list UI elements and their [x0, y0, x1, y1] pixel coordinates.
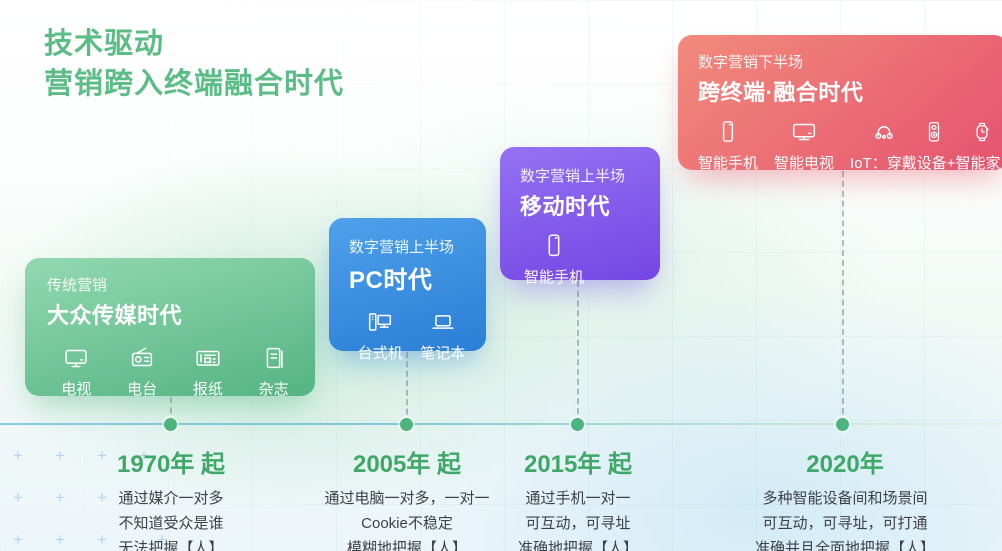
milestone-description: 多种智能设备间和场景间 可互动，可寻址，可打通 准确并且全面地把握【人】: [695, 486, 995, 551]
milestone-2015: 2015年 起 通过手机一对一 可互动，可寻址 准确地把握【人】: [428, 444, 728, 551]
magazine-icon: [259, 343, 289, 373]
desc-line: 多种智能设备间和场景间: [762, 490, 928, 507]
card-subtitle: 数字营销上半场: [349, 239, 455, 256]
item-label: 笔记本: [420, 345, 466, 362]
card-title: 大众传媒时代: [47, 303, 183, 328]
desc-line: 无法把握【人】: [118, 540, 224, 551]
desc-line: 可互动，可寻址，可打通: [762, 515, 928, 532]
card-item-desktop: 台式机: [349, 307, 412, 363]
item-label: IoT：穿戴设备+智能家居: [850, 155, 1002, 172]
milestone-year: 2005年 起: [352, 451, 462, 478]
card-mass-media-era: 传统营销 大众传媒时代 电视 电台 报纸: [25, 258, 315, 399]
milestone-year: 1970年 起: [116, 451, 226, 478]
milestone-description: 通过电脑一对多，一对一 Cookie不稳定 模糊地把握【人】: [257, 486, 557, 551]
dashed-connector: [406, 352, 408, 424]
card-item-newspaper: 报纸: [179, 343, 238, 399]
milestone-1970: 1970年 起 通过媒介一对多 不知道受众是谁 无法把握【人】: [21, 444, 321, 551]
headphones-icon: [870, 117, 898, 147]
milestone-year: 2015年 起: [523, 451, 633, 478]
card-item-iot: IoT：穿戴设备+智能家居: [850, 117, 1002, 173]
card-pc-era: 数字营销上半场 PC时代 台式机 笔记本: [329, 218, 486, 362]
smartphone-icon: [714, 117, 742, 147]
speaker-icon: [921, 117, 947, 147]
milestone-year: 2020年: [806, 451, 884, 478]
desc-line: 不知道受众是谁: [118, 515, 224, 532]
card-subtitle: 传统营销: [47, 277, 108, 294]
item-label: 电台: [127, 381, 158, 398]
page-title: 技术驱动 营销跨入终端融合时代: [44, 24, 344, 104]
card-fusion-era: 数字营销下半场 跨终端·融合时代 智能手机 智能电视: [678, 35, 1002, 173]
card-title: PC时代: [349, 267, 433, 294]
desc-line: 通过电脑一对多，一对一: [324, 490, 490, 507]
desc-line: 通过手机一对一: [525, 490, 631, 507]
desc-line: Cookie不稳定: [361, 515, 453, 532]
page-title-line2: 营销跨入终端融合时代: [44, 68, 345, 100]
dashed-connector: [842, 171, 844, 424]
desc-line: 模糊地把握【人】: [346, 540, 467, 551]
card-item-laptop: 笔记本: [412, 307, 475, 363]
item-label: 电视: [61, 381, 92, 398]
card-title: 移动时代: [520, 194, 611, 219]
item-label: 智能手机: [523, 269, 584, 286]
milestone-description: 通过媒介一对多 不知道受众是谁 无法把握【人】: [21, 486, 321, 551]
desc-line: 可互动，可寻址: [525, 515, 631, 532]
iot-icon-row: [850, 117, 1002, 147]
milestone-2020: 2020年 多种智能设备间和场景间 可互动，可寻址，可打通 准确并且全面地把握【…: [695, 444, 995, 551]
card-items: 电视 电台 报纸 杂志: [47, 343, 303, 399]
card-subtitle: 数字营销下半场: [698, 54, 804, 71]
timeline-dot-2020: [836, 418, 849, 431]
timeline-dot-2015: [571, 418, 584, 431]
desc-line: 通过媒介一对多: [118, 490, 224, 507]
tv-icon: [61, 343, 91, 373]
desktop-icon: [364, 307, 396, 337]
card-items: 智能手机 智能电视: [698, 117, 1002, 173]
card-subtitle: 数字营销上半场: [520, 168, 626, 185]
item-label: 台式机: [357, 345, 403, 362]
smart-tv-icon: [789, 117, 819, 147]
dashed-connector: [577, 281, 579, 424]
card-item-tv: 电视: [47, 343, 106, 399]
card-items: 智能手机: [520, 231, 648, 287]
smartwatch-icon: [969, 117, 995, 147]
item-label: 杂志: [258, 381, 289, 398]
laptop-icon: [427, 307, 459, 337]
card-item-smart-tv: 智能电视: [774, 117, 834, 173]
milestone-description: 通过手机一对一 可互动，可寻址 准确地把握【人】: [428, 486, 728, 551]
timeline-dot-1970: [164, 418, 177, 431]
card-item-radio: 电台: [113, 343, 172, 399]
card-mobile-era: 数字营销上半场 移动时代 智能手机: [500, 147, 660, 286]
timeline-axis: [0, 423, 1002, 425]
card-items: 台式机 笔记本: [349, 307, 474, 363]
milestone-2005: 2005年 起 通过电脑一对多，一对一 Cookie不稳定 模糊地把握【人】: [257, 444, 557, 551]
desc-line: 准确并且全面地把握【人】: [754, 540, 935, 551]
card-item-smartphone: 智能手机: [698, 117, 758, 173]
timeline-dot-2005: [400, 418, 413, 431]
smartphone-icon: [539, 231, 569, 261]
card-item-smartphone: 智能手机: [520, 231, 588, 287]
newspaper-icon: [193, 343, 223, 373]
item-label: 报纸: [192, 381, 223, 398]
card-item-magazine: 杂志: [244, 343, 303, 399]
item-label: 智能手机: [698, 155, 759, 172]
radio-icon: [127, 343, 157, 373]
desc-line: 准确地把握【人】: [517, 540, 638, 551]
item-label: 智能电视: [774, 155, 835, 172]
card-title: 跨终端·融合时代: [698, 80, 864, 105]
dashed-connector: [170, 397, 172, 424]
page-title-line1: 技术驱动: [44, 28, 165, 60]
